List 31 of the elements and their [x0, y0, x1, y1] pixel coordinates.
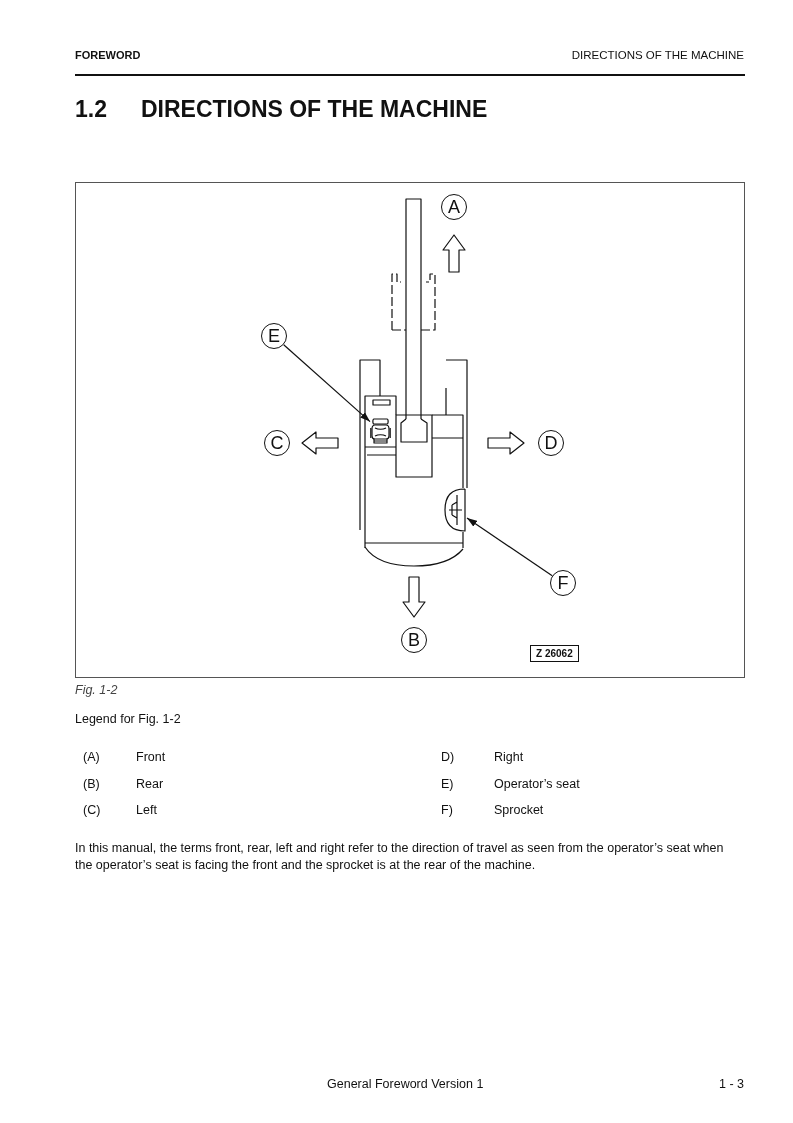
figure-caption: Fig. 1-2 [75, 683, 118, 698]
legend-key: (C) [83, 803, 101, 818]
callout-letter: F [550, 570, 576, 596]
section-title: 1.2 DIRECTIONS OF THE MACHINE [75, 95, 488, 123]
callout-letter: E [261, 323, 287, 349]
legend-text: Sprocket [494, 803, 544, 818]
legend-key: D) [441, 750, 455, 765]
leader-line [283, 344, 371, 423]
legend-heading: Legend for Fig. 1-2 [75, 712, 181, 727]
legend-key: (B) [83, 777, 100, 792]
legend-text: Right [494, 750, 524, 765]
figure-code: Z 26062 [530, 645, 579, 662]
page-footer-text: General Foreword Version 1 [327, 1077, 484, 1092]
legend-key: (A) [83, 750, 100, 765]
sprocket-drawing [443, 488, 467, 532]
seat-drawing [370, 418, 391, 444]
callout-letter: D [538, 430, 564, 456]
body-paragraph: In this manual, the terms front, rear, left and right refer to the direction of travel as seen from the operator’s seat when the operator’s seat is facing the front and the sprocket is at the rear of the machine. [75, 840, 725, 874]
legend-text: Left [136, 803, 157, 818]
callout-letter: C [264, 430, 290, 456]
callout-letter: B [401, 627, 427, 653]
page-header-text: FOREWORD [75, 48, 141, 63]
legend-text: Operator’s seat [494, 777, 580, 792]
legend-key: E) [441, 777, 454, 792]
legend-key: F) [441, 803, 453, 818]
page-header-text: DIRECTIONS OF THE MACHINE [571, 48, 744, 63]
legend-text: Rear [136, 777, 164, 792]
leader-line [466, 517, 553, 577]
legend-text: Front [136, 750, 166, 765]
callout-letter: A [441, 194, 467, 220]
page-number: 1 - 3 [719, 1077, 744, 1092]
